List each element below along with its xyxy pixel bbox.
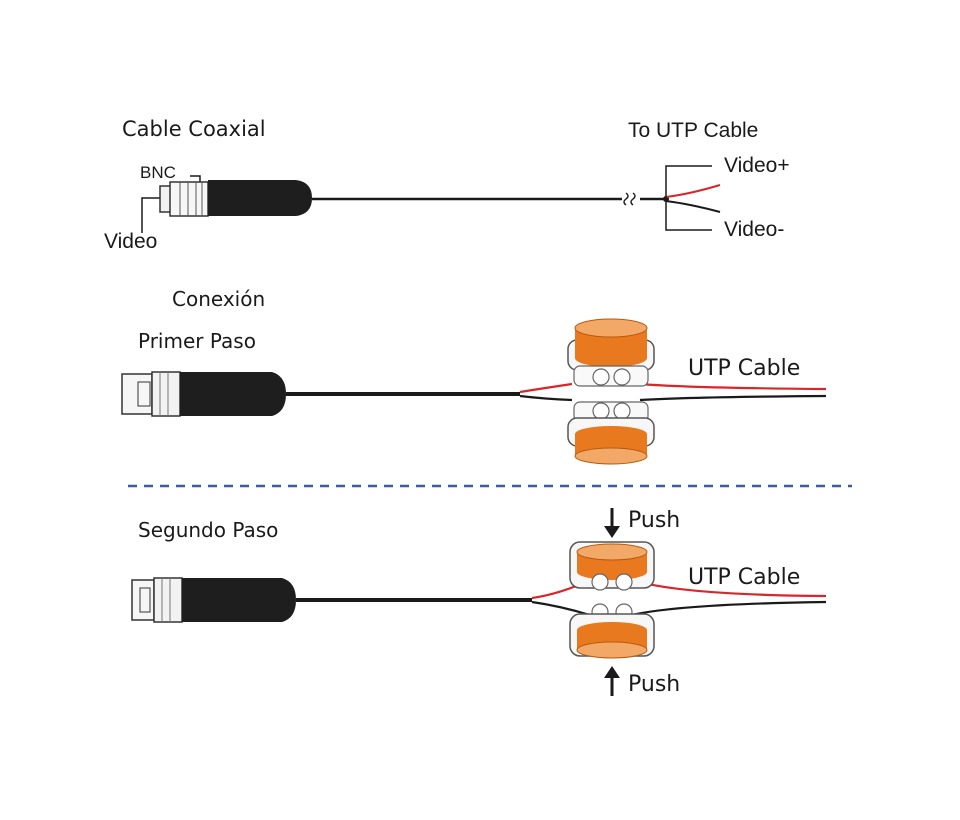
conexion-heading: Conexión <box>172 287 265 311</box>
segundo-paso-heading: Segundo Paso <box>138 518 278 542</box>
utp-cable-label-step1: UTP Cable <box>688 356 800 381</box>
push-up-arrow-icon <box>604 666 620 696</box>
step2-section: Segundo Paso Push <box>131 508 827 697</box>
bnc-connector-step1 <box>121 371 286 417</box>
push-label-top: Push <box>628 508 680 533</box>
bnc-connector-step2 <box>131 577 296 623</box>
cable-break-icon <box>623 192 636 206</box>
push-down-arrow-icon <box>604 508 620 538</box>
primer-paso-heading: Primer Paso <box>138 329 256 353</box>
bnc-connector-top <box>159 180 312 217</box>
wire-black-split <box>665 200 721 213</box>
video-minus-label: Video- <box>724 218 784 241</box>
push-label-bottom: Push <box>628 672 680 697</box>
step1-section: Conexión Primer Paso <box>121 287 827 465</box>
to-utp-cable-label: To UTP Cable <box>628 119 758 142</box>
utp-cable-label-step2: UTP Cable <box>688 565 800 590</box>
video-plus-label: Video+ <box>724 154 790 177</box>
video-pointer-line <box>141 197 160 233</box>
utp-connector-open <box>567 318 655 465</box>
video-label: Video <box>104 230 157 253</box>
coax-overview-section: Cable Coaxial BNC Video To UTP Cable <box>104 117 790 253</box>
utp-connector-pressed <box>569 541 655 659</box>
bnc-pointer-line <box>190 175 201 183</box>
wire-red-split <box>665 184 721 198</box>
bnc-label: BNC <box>140 163 176 182</box>
video-bracket <box>665 165 712 231</box>
cable-coaxial-title: Cable Coaxial <box>122 117 266 141</box>
